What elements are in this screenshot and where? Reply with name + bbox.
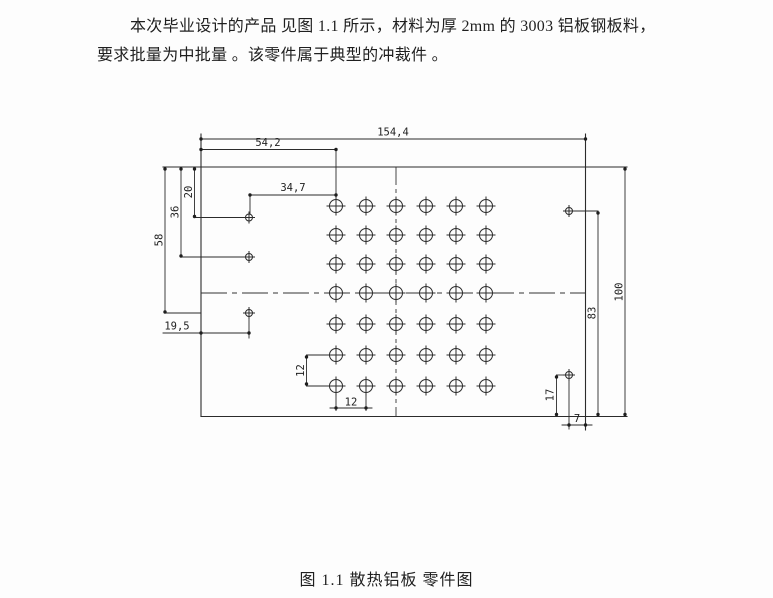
- dim-label-total-height: 100: [614, 283, 626, 302]
- dim-label-grid-left: 54,2: [255, 137, 280, 149]
- figure-caption: 图 1.1 散热铝板 零件图: [299, 572, 474, 589]
- dim-label-side-hole3-y: 58: [154, 234, 166, 247]
- dim-label-side-hole3-x: 19,5: [164, 321, 189, 333]
- paragraph: 本次毕业设计的产品 见图 1.1 所示，材料为厚 2mm 的 3003 铝板钢板…: [97, 12, 681, 70]
- small-holes: [243, 205, 575, 381]
- dim-label-side-hole2-y: 36: [170, 206, 182, 219]
- dim-label-grid-pitch-h: 12: [345, 397, 358, 409]
- dim-label-side-hole1-y: 20: [183, 186, 195, 199]
- dim-label-right-hole-x: 7: [574, 413, 580, 425]
- dimension-labels: 154,4 54,2 34,7 20 36 58 19,5 100 83 17 …: [154, 127, 626, 426]
- dimension-lines: [162, 138, 626, 430]
- dim-label-right-hole-top-y: 83: [587, 307, 599, 320]
- paragraph-line2: 要求批量为中批量 。该零件属于典型的冲裁件 。: [97, 47, 448, 64]
- dim-label-total-width: 154,4: [377, 127, 409, 139]
- part-outline: [162, 133, 628, 431]
- dim-label-side-hole-to-grid: 34,7: [280, 182, 305, 194]
- dim-label-grid-pitch-v: 12: [295, 364, 307, 377]
- dimension-arrows: [163, 137, 627, 427]
- hole-grid: [326, 196, 496, 396]
- dim-label-right-hole-bottom-y: 17: [545, 389, 557, 402]
- paragraph-line1: 本次毕业设计的产品 见图 1.1 所示，材料为厚 2mm 的 3003 铝板钢板…: [130, 18, 656, 35]
